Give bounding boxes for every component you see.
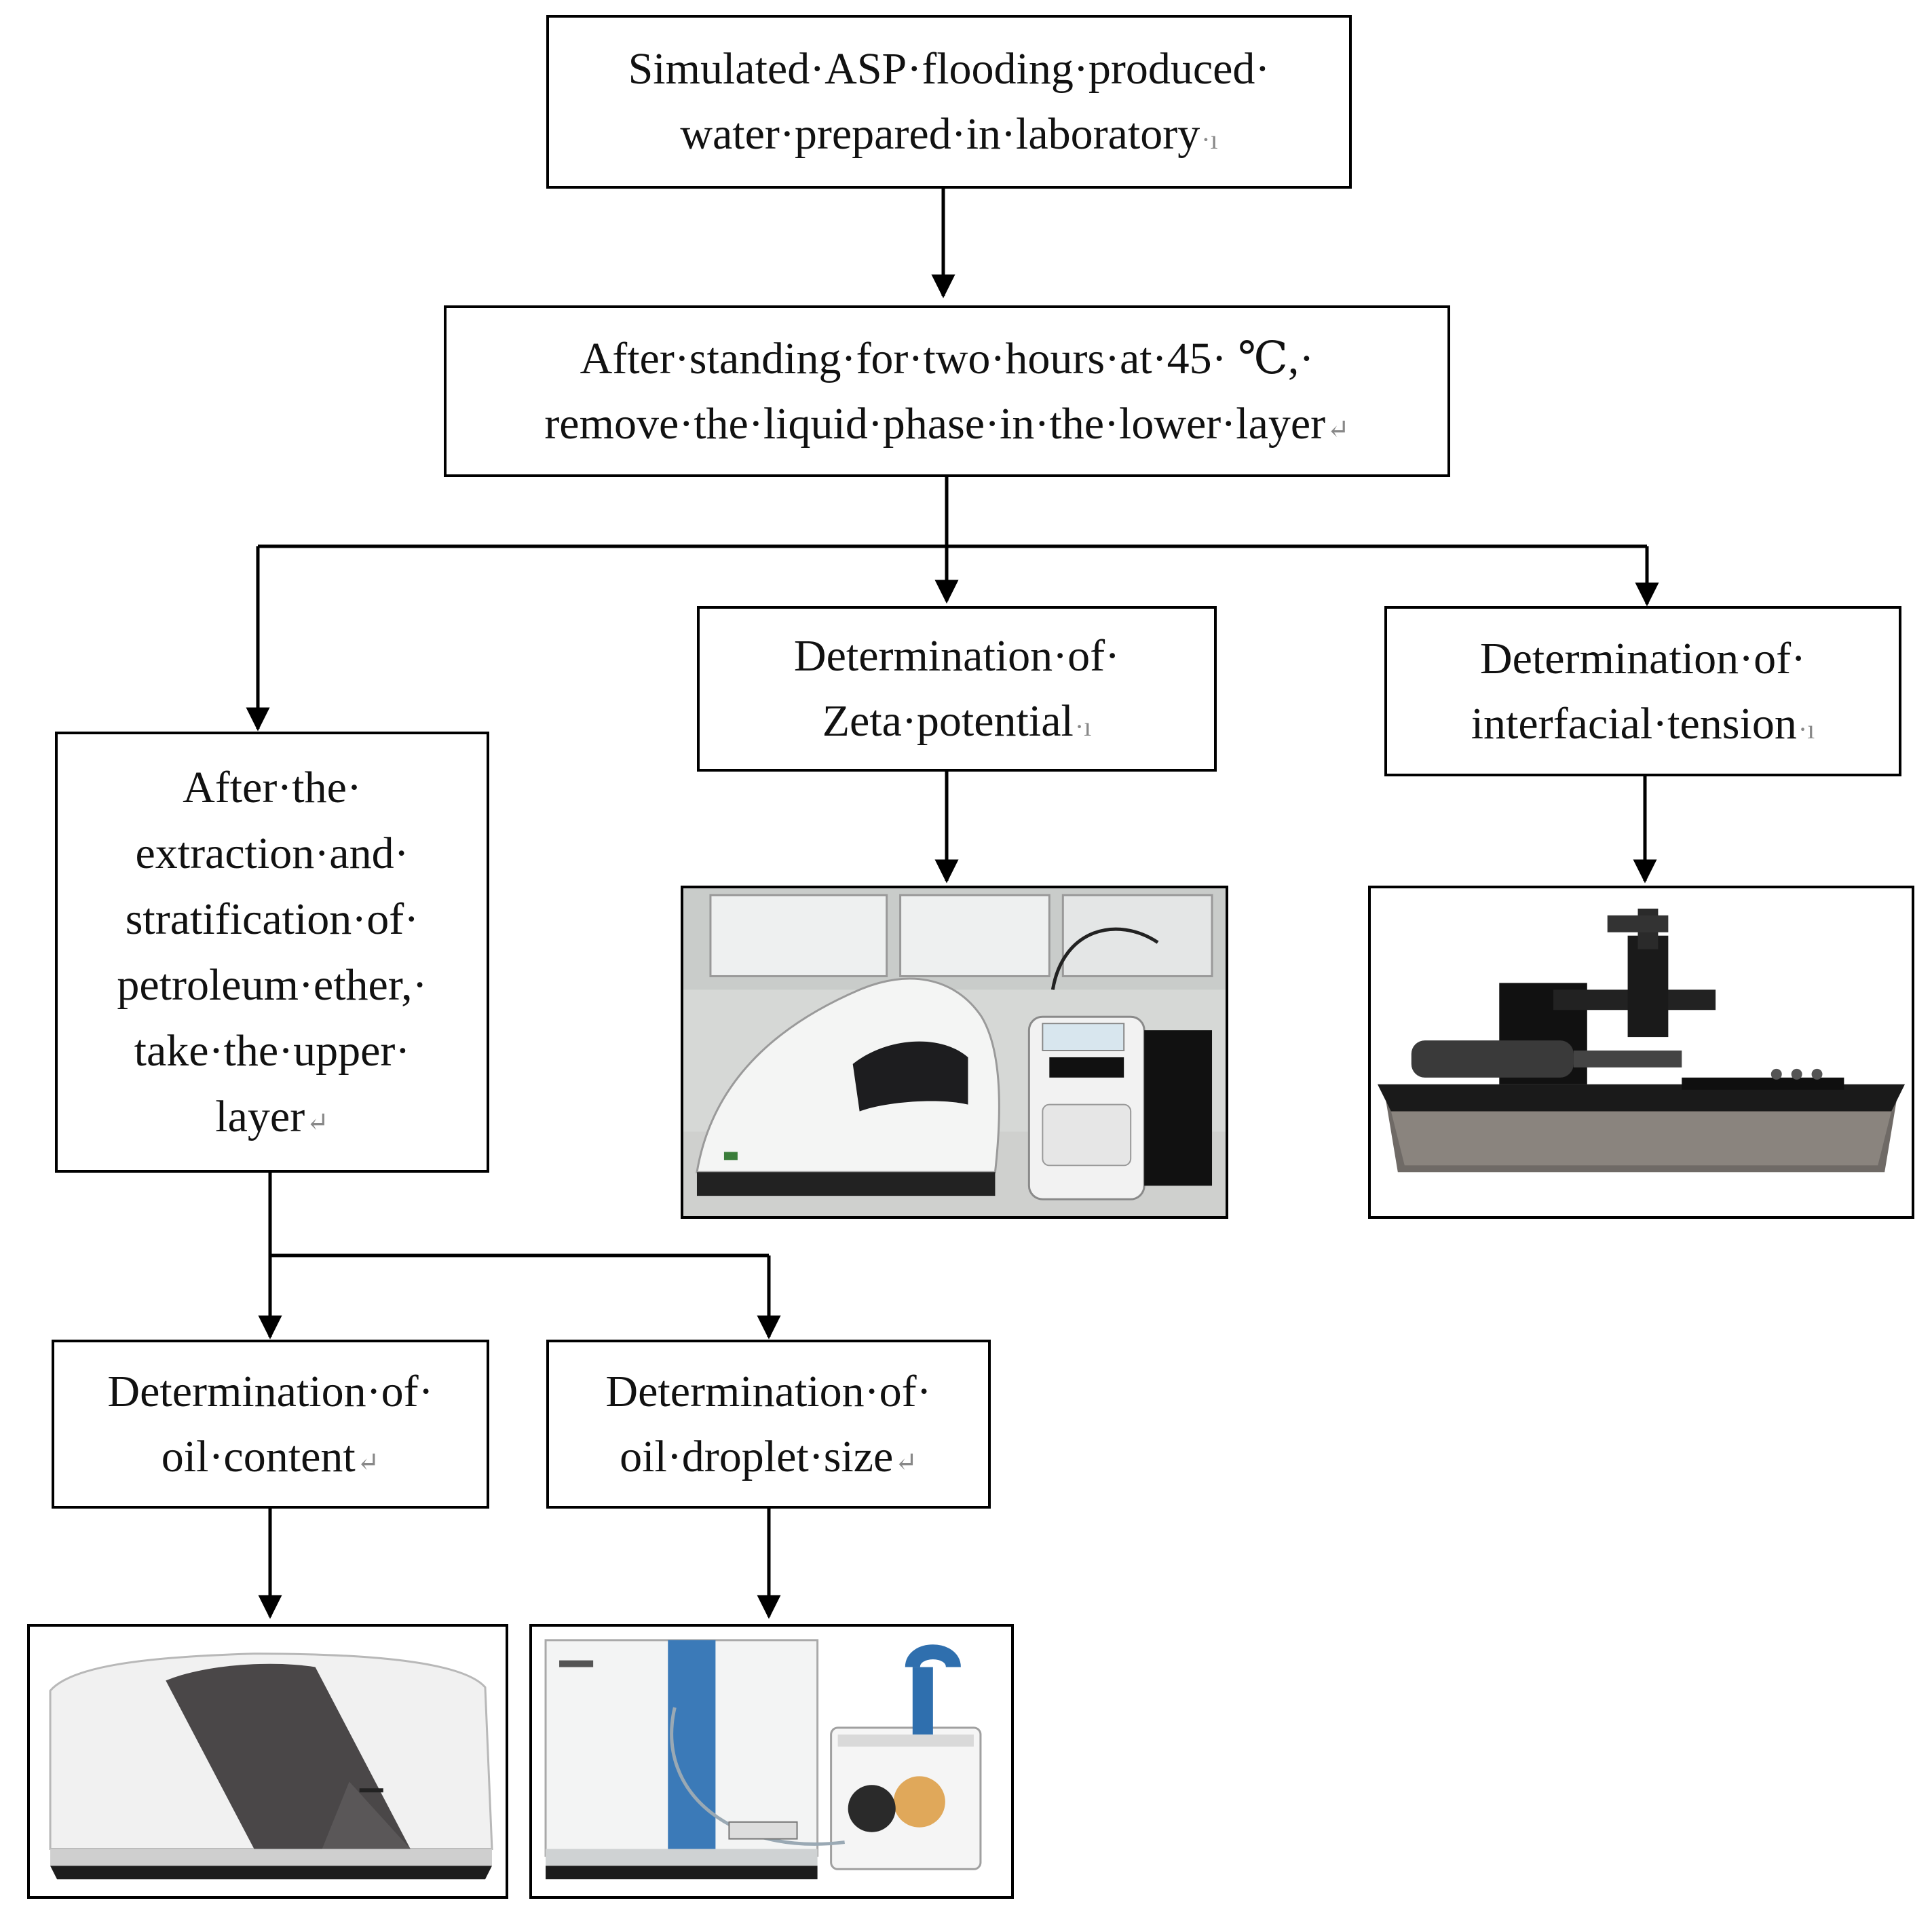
tension-line-1: Determination·of· xyxy=(1479,633,1806,683)
interfacial-tensiometer-photo xyxy=(1368,886,1914,1219)
return-mark-icon: ↵ xyxy=(356,1446,380,1477)
extraction-line-2: extraction·and· xyxy=(135,828,409,878)
zeta-line-1: Determination·of· xyxy=(793,631,1120,681)
tension-line-2: interfacial·tension xyxy=(1471,698,1797,749)
paragraph-mark-icon: ·ı xyxy=(1798,713,1815,744)
return-mark-icon: ↵ xyxy=(894,1446,917,1477)
extraction-line-1: After·the· xyxy=(183,762,362,812)
spectrophotometer-photo xyxy=(27,1624,508,1899)
tension-box: Determination·of· interfacial·tension·ı xyxy=(1384,606,1901,776)
oil-content-line-1: Determination·of· xyxy=(107,1366,434,1416)
start-line-1: Simulated·ASP·flooding·produced· xyxy=(628,44,1270,94)
oil-content-line-2: oil·content xyxy=(161,1431,356,1481)
zeta-potential-analyzer-photo xyxy=(681,886,1228,1219)
start-box: Simulated·ASP·flooding·produced· water·p… xyxy=(546,15,1352,189)
extraction-line-5: take·the·upper· xyxy=(134,1026,411,1076)
zeta-box: Determination·of· Zeta·potential·ı xyxy=(697,606,1217,772)
start-line-2: water·prepared·in·laboratory xyxy=(680,109,1200,159)
standing-box: After·standing·for·two·hours·at·45· ℃,· … xyxy=(444,305,1450,477)
return-mark-icon: ↵ xyxy=(306,1107,329,1138)
droplet-line-2: oil·droplet·size xyxy=(620,1431,894,1481)
droplet-line-1: Determination·of· xyxy=(605,1366,932,1416)
droplet-box: Determination·of· oil·droplet·size↵ xyxy=(546,1340,991,1509)
standing-line-2: remove·the·liquid·phase·in·the·lower·lay… xyxy=(544,398,1326,449)
particle-size-analyzer-photo xyxy=(529,1624,1014,1899)
extraction-box: After·the· extraction·and· stratificatio… xyxy=(55,732,489,1173)
extraction-line-3: stratification·of· xyxy=(125,894,419,944)
return-mark-icon: ↵ xyxy=(1327,413,1350,445)
paragraph-mark-icon: ·ı xyxy=(1074,711,1092,742)
extraction-line-6: layer xyxy=(215,1092,305,1142)
zeta-line-2: Zeta·potential xyxy=(822,696,1074,746)
paragraph-mark-icon: ·ı xyxy=(1201,124,1218,155)
extraction-line-4: petroleum·ether,· xyxy=(117,960,428,1010)
oil-content-box: Determination·of· oil·content↵ xyxy=(52,1340,489,1509)
standing-line-1: After·standing·for·two·hours·at·45· ℃,· xyxy=(580,333,1314,383)
